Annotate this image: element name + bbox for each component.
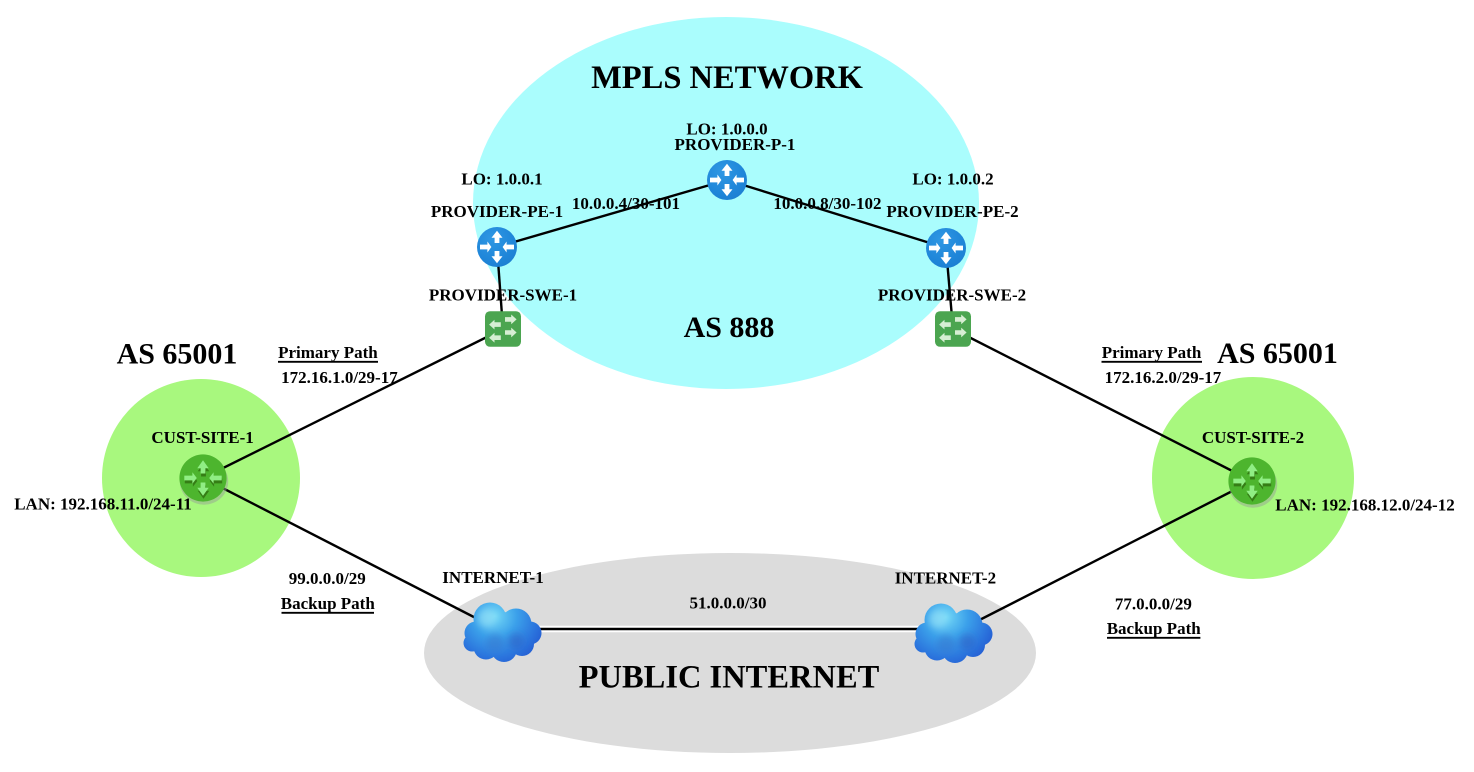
svg-text:LO: 1.0.0.2: LO: 1.0.0.2 <box>912 170 993 189</box>
svg-text:Backup Path: Backup Path <box>281 594 376 613</box>
svg-text:PUBLIC INTERNET: PUBLIC INTERNET <box>579 660 880 696</box>
svg-text:10.0.0.4/30-101: 10.0.0.4/30-101 <box>572 194 680 213</box>
svg-text:LO: 1.0.0.1: LO: 1.0.0.1 <box>461 170 542 189</box>
svg-text:PROVIDER-SWE-2: PROVIDER-SWE-2 <box>878 286 1026 305</box>
svg-text:AS 65001: AS 65001 <box>117 338 238 371</box>
svg-text:77.0.0.0/29: 77.0.0.0/29 <box>1115 595 1192 614</box>
svg-text:Primary Path: Primary Path <box>1102 343 1202 362</box>
svg-text:Primary Path: Primary Path <box>278 343 378 362</box>
svg-text:PROVIDER-PE-2: PROVIDER-PE-2 <box>886 202 1018 221</box>
svg-text:CUST-SITE-2: CUST-SITE-2 <box>1202 428 1304 447</box>
svg-text:PROVIDER-PE-1: PROVIDER-PE-1 <box>431 202 563 221</box>
svg-text:Backup Path: Backup Path <box>1107 619 1202 638</box>
svg-text:LAN: 192.168.11.0/24-11: LAN: 192.168.11.0/24-11 <box>14 495 192 514</box>
svg-text:CUST-SITE-1: CUST-SITE-1 <box>151 428 253 447</box>
svg-text:MPLS NETWORK: MPLS NETWORK <box>591 60 863 96</box>
svg-text:INTERNET-1: INTERNET-1 <box>442 568 543 587</box>
svg-text:172.16.2.0/29-17: 172.16.2.0/29-17 <box>1105 368 1222 387</box>
svg-text:INTERNET-2: INTERNET-2 <box>895 569 996 588</box>
svg-text:PROVIDER-SWE-1: PROVIDER-SWE-1 <box>429 286 577 305</box>
svg-text:LAN: 192.168.12.0/24-12: LAN: 192.168.12.0/24-12 <box>1275 496 1454 515</box>
svg-text:AS 65001: AS 65001 <box>1217 337 1338 370</box>
svg-text:LO: 1.0.0.0: LO: 1.0.0.0 <box>686 120 767 139</box>
svg-text:172.16.1.0/29-17: 172.16.1.0/29-17 <box>281 368 398 387</box>
svg-text:AS 888: AS 888 <box>684 311 775 344</box>
svg-text:PROVIDER-P-1: PROVIDER-P-1 <box>675 135 796 154</box>
svg-text:51.0.0.0/30: 51.0.0.0/30 <box>690 594 767 613</box>
svg-text:10.0.0.8/30-102: 10.0.0.8/30-102 <box>773 194 881 213</box>
svg-text:99.0.0.0/29: 99.0.0.0/29 <box>289 569 366 588</box>
